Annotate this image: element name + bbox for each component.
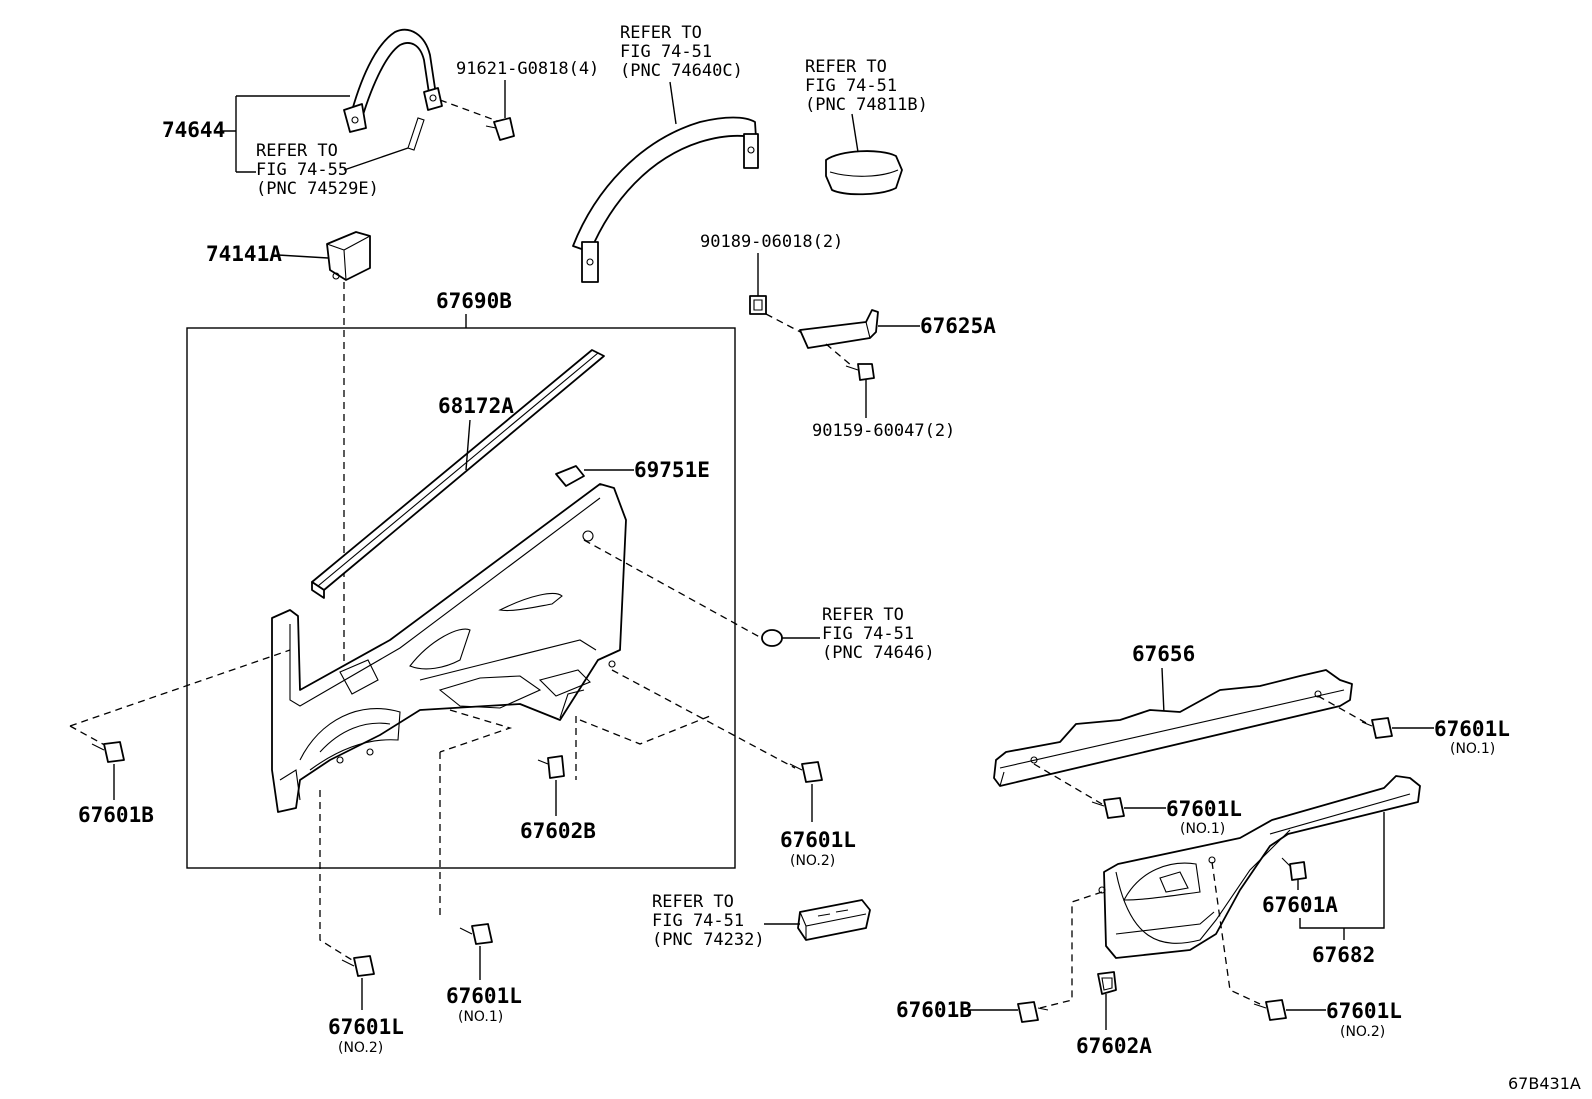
ref-74529e: REFER TO FIG 74-55 (PNC 74529E) xyxy=(256,141,379,199)
label-67601l-center: 67601L xyxy=(780,828,856,852)
ref-74640c: REFER TO FIG 74-51 (PNC 74640C) xyxy=(620,23,743,81)
ref-74811b: REFER TO FIG 74-51 (PNC 74811B) xyxy=(805,57,928,115)
svg-text:REFER TO: REFER TO xyxy=(652,892,734,912)
label-67601l-mid-sub: (NO.1) xyxy=(1180,821,1225,837)
label-67602b: 67602B xyxy=(520,819,596,843)
label-67601l-br: 67601L xyxy=(1326,999,1402,1023)
label-69751e: 69751E xyxy=(634,458,710,482)
clip-67601b-left-icon xyxy=(91,741,125,763)
figure-id: 67B431A xyxy=(1508,1074,1581,1093)
svg-text:(PNC 74640C): (PNC 74640C) xyxy=(620,61,743,81)
clip-67601l-mid-icon xyxy=(1091,797,1125,819)
label-67682: 67682 xyxy=(1312,943,1375,967)
svg-text:(PNC 74232): (PNC 74232) xyxy=(652,930,765,950)
label-74644: 74644 xyxy=(162,118,225,142)
svg-text:FIG 74-55: FIG 74-55 xyxy=(256,160,348,180)
label-67601a: 67601A xyxy=(1262,893,1338,917)
svg-text:FIG 74-51: FIG 74-51 xyxy=(652,911,744,931)
clip-67602b-icon xyxy=(537,755,565,779)
ref-74232: REFER TO FIG 74-51 (PNC 74232) xyxy=(652,892,765,950)
svg-text:(PNC 74811B): (PNC 74811B) xyxy=(805,95,928,115)
clip-69751e-part xyxy=(555,465,585,487)
weatherstrip-part xyxy=(311,349,605,599)
label-67602a: 67602A xyxy=(1076,1034,1152,1058)
label-67601l-bottom-no1: 67601L xyxy=(446,984,522,1008)
assist-grip-part xyxy=(343,28,443,151)
clip-90189-icon xyxy=(749,295,767,315)
label-67601l-bottom-no1-sub: (NO.1) xyxy=(458,1009,503,1025)
svg-text:REFER TO: REFER TO xyxy=(620,23,702,43)
svg-text:(PNC 74529E): (PNC 74529E) xyxy=(256,179,379,199)
cap-74141a-part xyxy=(326,231,371,281)
label-67601l-bottom-no2: 67601L xyxy=(328,1015,404,1039)
door-trim-board-part xyxy=(271,483,627,813)
ref-74646: REFER TO FIG 74-51 (PNC 74646) xyxy=(822,605,935,663)
label-67625a: 67625A xyxy=(920,314,996,338)
screw-90159-icon xyxy=(845,363,875,381)
label-91621: 91621-G0818(4) xyxy=(456,59,599,79)
svg-text:FIG 74-51: FIG 74-51 xyxy=(620,42,712,62)
label-67601l-center-sub: (NO.2) xyxy=(790,853,835,869)
clip-67601l-bottom-no2-icon xyxy=(341,955,375,977)
svg-text:REFER TO: REFER TO xyxy=(822,605,904,625)
label-67690b: 67690B xyxy=(436,289,512,313)
assembly-box xyxy=(186,327,736,869)
label-68172a: 68172A xyxy=(438,394,514,418)
clip-67601l-bottom-no1-icon xyxy=(459,923,493,945)
label-67601l-right-sub: (NO.1) xyxy=(1450,741,1495,757)
bracket-67625a-part xyxy=(799,309,879,349)
svg-text:FIG 74-51: FIG 74-51 xyxy=(805,76,897,96)
label-67601b-left: 67601B xyxy=(78,803,154,827)
clip-67601l-center-icon xyxy=(789,761,823,783)
svg-text:REFER TO: REFER TO xyxy=(805,57,887,77)
label-90159: 90159-60047(2) xyxy=(812,421,955,441)
lower-trim-67682-part xyxy=(1098,775,1421,959)
pocket-part xyxy=(825,150,903,196)
label-90189: 90189-06018(2) xyxy=(700,232,843,252)
clip-67601b-bottom-icon xyxy=(1017,1001,1049,1023)
label-67601l-bottom-no2-sub: (NO.2) xyxy=(338,1040,383,1056)
label-67601l-br-sub: (NO.2) xyxy=(1340,1024,1385,1040)
label-67601b-bottom: 67601B xyxy=(896,998,972,1022)
pillar-garnish-part xyxy=(572,116,759,283)
label-67601l-right: 67601L xyxy=(1434,717,1510,741)
switch-74232-part xyxy=(797,899,871,941)
label-67656: 67656 xyxy=(1132,642,1195,666)
plug-74646-icon xyxy=(761,629,783,647)
screw-91621-icon xyxy=(439,99,515,141)
trim-bar-67656-part xyxy=(993,669,1353,787)
label-67601l-mid: 67601L xyxy=(1166,797,1242,821)
svg-text:FIG 74-51: FIG 74-51 xyxy=(822,624,914,644)
label-74141a: 74141A xyxy=(206,242,282,266)
clip-67601l-right-icon xyxy=(1361,717,1393,739)
svg-text:REFER TO: REFER TO xyxy=(256,141,338,161)
clip-67601l-br-icon xyxy=(1253,999,1287,1021)
clip-67601a-icon xyxy=(1281,857,1307,881)
svg-text:(PNC 74646): (PNC 74646) xyxy=(822,643,935,663)
clip-67602a-icon xyxy=(1097,971,1117,995)
